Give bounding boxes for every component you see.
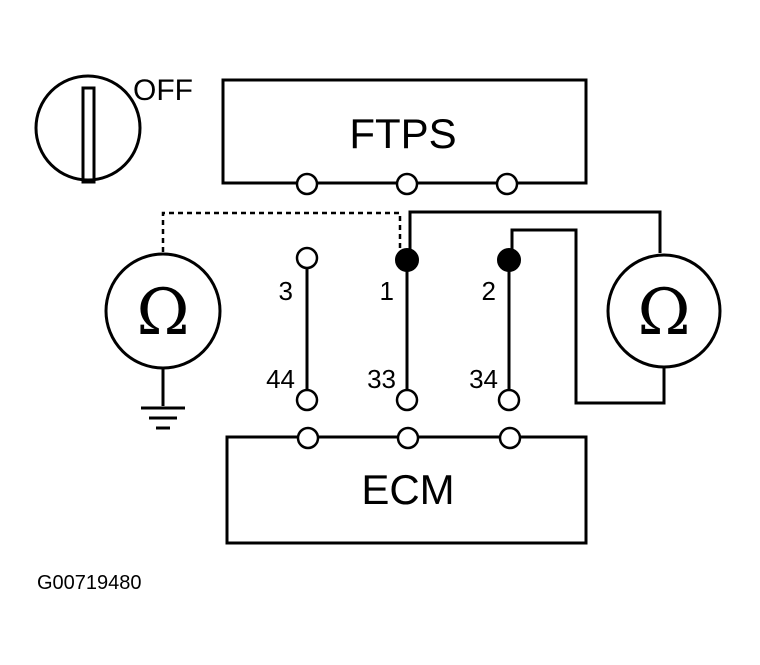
pin-label-34: 34 xyxy=(469,364,498,394)
ignition-switch xyxy=(34,74,142,184)
right-ohm-symbol: Ω xyxy=(637,276,690,350)
ignition-switch-key-slot xyxy=(81,86,96,184)
left-ohm-symbol: Ω xyxy=(136,276,189,350)
left-ohmmeter-dashed-lead xyxy=(161,211,402,252)
right-ohmmeter-lead-pin1 xyxy=(408,210,662,253)
ftps-terminal xyxy=(295,172,319,196)
ecm-terminal xyxy=(296,426,320,450)
pin-1-probe-point xyxy=(395,248,419,272)
pin-label-33: 33 xyxy=(367,364,396,394)
pin-label-2: 2 xyxy=(482,276,496,306)
ftps-terminal xyxy=(395,172,419,196)
ecm-terminal xyxy=(396,426,420,450)
ground-symbol xyxy=(141,406,185,430)
pin-2-probe-point xyxy=(497,248,521,272)
pin-34-terminal xyxy=(497,388,521,412)
figure-id: G00719480 xyxy=(37,572,142,594)
pin-3-terminal xyxy=(295,246,319,270)
ecm-label: ECM xyxy=(361,466,454,513)
right-ohmmeter xyxy=(606,253,722,369)
pin-label-44: 44 xyxy=(266,364,295,394)
ftps-terminal xyxy=(495,172,519,196)
pin-33-terminal xyxy=(395,388,419,412)
pin-44-terminal xyxy=(295,388,319,412)
ecm-terminal xyxy=(498,426,522,450)
pin-label-3: 3 xyxy=(279,276,293,306)
right-ohmmeter-lead-pin2 xyxy=(510,228,666,405)
ignition-switch-dial xyxy=(34,74,142,182)
ignition-off-label: OFF xyxy=(133,74,193,107)
ftps-label: FTPS xyxy=(349,110,456,157)
pin-label-1: 1 xyxy=(380,276,394,306)
